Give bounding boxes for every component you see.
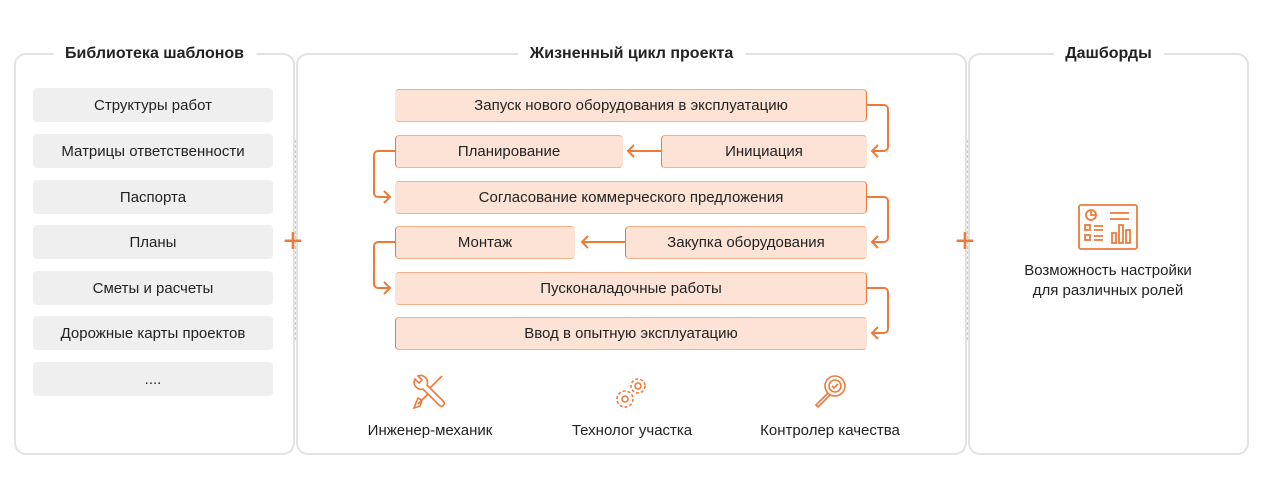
role-label: Инженер-механик [367, 422, 493, 439]
magnifier-check-icon [814, 375, 846, 409]
step-trial-operation: Ввод в опытную эксплуатацию [395, 317, 867, 350]
step-initiation: Инициация [661, 135, 867, 168]
dashboard-feature: Возможность настройки для различных роле… [1018, 203, 1198, 301]
step-commissioning: Пусконаладочные работы [395, 272, 867, 305]
step-proposal: Согласование коммерческого предложения [395, 181, 867, 214]
step-procurement: Закупка оборудования [625, 226, 867, 259]
dashboards-panel: Дашборды [968, 43, 1249, 455]
library-item[interactable]: Дорожные карты проектов [33, 316, 273, 350]
role-label: Технолог участка [571, 422, 693, 439]
plus-icon: + [955, 222, 975, 260]
library-item[interactable]: Планы [33, 225, 273, 259]
panel-title: Жизненный цикл проекта [517, 43, 746, 65]
lifecycle-panel: Жизненный цикл проекта [296, 43, 967, 455]
divider [967, 140, 968, 340]
role-technologist: Технолог участка [542, 372, 722, 439]
step-planning: Планирование [395, 135, 623, 168]
dashboard-caption: Возможность настройки [1024, 262, 1192, 279]
library-item[interactable]: Структуры работ [33, 88, 273, 122]
panel-title: Библиотека шаблонов [53, 43, 256, 65]
template-library-panel: Библиотека шаблонов [14, 43, 295, 455]
role-engineer: Инженер-механик [340, 372, 520, 439]
library-item[interactable]: Сметы и расчеты [33, 271, 273, 305]
library-item[interactable]: .... [33, 362, 273, 396]
library-item[interactable]: Паспорта [33, 180, 273, 214]
dashboard-caption: для различных ролей [1032, 282, 1184, 299]
wrench-icon [412, 374, 446, 410]
dashboard-icon [1078, 204, 1138, 250]
panel-title: Дашборды [1053, 43, 1164, 65]
step-installation: Монтаж [395, 226, 575, 259]
step-launch: Запуск нового оборудования в эксплуатаци… [395, 89, 867, 122]
divider [295, 140, 296, 340]
role-label: Контролер качества [760, 422, 900, 439]
plus-icon: + [283, 222, 303, 260]
gears-icon [616, 378, 646, 408]
library-item[interactable]: Матрицы ответственности [33, 134, 273, 168]
role-quality-controller: Контролер качества [740, 372, 920, 439]
